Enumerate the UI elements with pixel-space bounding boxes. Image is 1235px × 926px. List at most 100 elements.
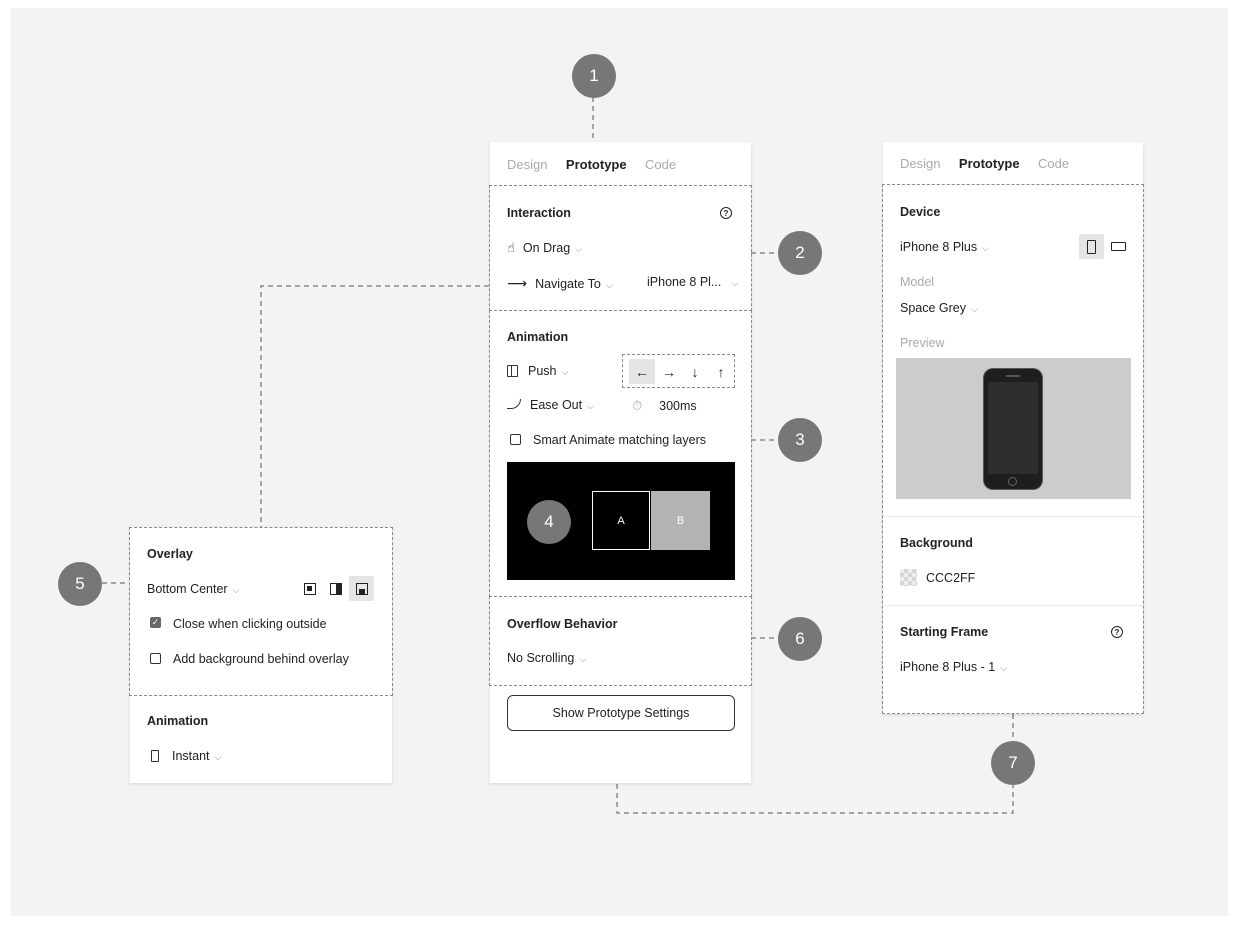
tab-prototype[interactable]: Prototype: [958, 156, 1020, 171]
chevron-down-icon: ⌵: [982, 243, 989, 253]
overlay-center-button[interactable]: [298, 576, 322, 601]
iphone-screen: [988, 382, 1038, 474]
landscape-button[interactable]: [1106, 234, 1131, 259]
highlight-overlay: [129, 527, 393, 696]
overlay-position-value: Bottom Center: [147, 582, 228, 596]
timer-icon: ⏱: [632, 398, 643, 413]
overlay-title: Overlay: [147, 547, 193, 561]
add-background-label: Add background behind overlay: [173, 652, 349, 666]
trigger-select[interactable]: ☝ On Drag ⌵: [507, 240, 582, 256]
preview-frame-a: A: [592, 491, 650, 550]
overlay-panel: Overlay Bottom Center⌵ ✓ Close when clic…: [130, 527, 392, 783]
overflow-select[interactable]: No Scrolling ⌵: [507, 651, 586, 665]
highlight-directions: [622, 354, 735, 388]
prototype-panel: Design Prototype Code Interaction ? ☝ On …: [490, 142, 751, 783]
trigger-value: On Drag: [522, 241, 571, 255]
background-title: Background: [900, 536, 973, 550]
device-title: Device: [900, 205, 941, 219]
overlay-animation-title: Animation: [147, 714, 209, 728]
preview-a-label: A: [617, 514, 625, 527]
model-select[interactable]: Space Grey⌵: [900, 301, 978, 315]
tab-code[interactable]: Code: [645, 157, 677, 172]
portrait-icon: [1087, 239, 1096, 254]
tab-bar: Design Prototype Code: [507, 156, 690, 174]
destination-select[interactable]: iPhone 8 Pl...⌵: [647, 275, 738, 289]
background-color-swatch[interactable]: [900, 569, 917, 586]
device-select[interactable]: iPhone 8 Plus ⌵: [900, 240, 989, 254]
show-prototype-settings-button[interactable]: Show Prototype Settings: [507, 695, 735, 731]
starting-frame-value: iPhone 8 Plus - 1: [900, 660, 996, 674]
callout-badge-5: 5: [58, 562, 102, 606]
iphone-home-button: [1008, 477, 1017, 486]
model-label: Model: [900, 275, 935, 289]
close-outside-label: Close when clicking outside: [173, 617, 327, 631]
chevron-down-icon: ⌵: [214, 752, 222, 762]
callout-badge-4: 4: [527, 500, 571, 544]
model-value: Space Grey: [900, 301, 967, 315]
iphone-speaker: [1006, 375, 1020, 377]
section-divider: [883, 516, 1143, 517]
callout-badge-1: 1: [572, 54, 616, 98]
chevron-down-icon: ⌵: [579, 654, 587, 664]
background-color-value[interactable]: CCC2FF: [926, 571, 976, 585]
prototype-settings-panel: Design Prototype Code Device iPhone 8 Pl…: [883, 142, 1143, 714]
overlay-side-button[interactable]: [324, 576, 348, 601]
preview-label: Preview: [900, 336, 945, 350]
add-background-checkbox[interactable]: [150, 653, 161, 664]
align-bottom-icon: [355, 582, 368, 595]
align-right-icon: [330, 582, 342, 595]
help-icon[interactable]: ?: [720, 207, 732, 219]
portrait-button[interactable]: [1079, 234, 1104, 259]
interaction-title: Interaction: [507, 206, 571, 220]
highlight-overflow: [489, 596, 752, 686]
direction-right-button[interactable]: →: [662, 363, 676, 380]
chevron-down-icon: ⌵: [605, 280, 613, 290]
connector-overlay: [260, 285, 489, 527]
align-center-icon: [304, 582, 316, 595]
help-icon[interactable]: ?: [1111, 626, 1123, 638]
callout-badge-6: 6: [778, 617, 822, 661]
overlay-position-select[interactable]: Bottom Center⌵: [147, 582, 239, 596]
arrow-right-icon: ⟶: [507, 275, 528, 291]
easing-select[interactable]: Ease Out ⌵: [507, 398, 594, 412]
smart-animate-checkbox[interactable]: [510, 434, 521, 445]
preview-b-label: B: [676, 514, 685, 527]
tab-design[interactable]: Design: [900, 156, 941, 171]
tab-code[interactable]: Code: [1038, 156, 1070, 171]
highlight-settings: [882, 184, 1144, 714]
action-value: Navigate To: [535, 277, 601, 291]
landscape-icon: [1111, 242, 1126, 251]
destination-value: iPhone 8 Pl...: [647, 275, 722, 289]
starting-frame-select[interactable]: iPhone 8 Plus - 1⌵: [900, 660, 1007, 674]
instant-frame-icon: [151, 750, 159, 762]
tab-design[interactable]: Design: [507, 157, 548, 172]
device-preview: [896, 358, 1131, 499]
overlay-bottom-button[interactable]: [349, 576, 374, 601]
overlay-animation-select[interactable]: Instant⌵: [151, 749, 221, 763]
push-layout-icon: [507, 365, 518, 377]
tab-bar: Design Prototype Code: [900, 155, 1083, 173]
overflow-title: Overflow Behavior: [507, 617, 618, 631]
overflow-value: No Scrolling: [507, 651, 575, 665]
direction-left-button[interactable]: ←: [629, 359, 655, 384]
tab-prototype[interactable]: Prototype: [565, 157, 627, 172]
action-select[interactable]: ⟶ Navigate To ⌵: [507, 275, 613, 292]
device-value: iPhone 8 Plus: [900, 240, 978, 254]
connector-7: [616, 730, 1014, 814]
iphone-image: [984, 369, 1042, 489]
preview-frame-b: B: [651, 491, 710, 550]
close-outside-checkbox[interactable]: ✓: [150, 617, 161, 628]
callout-badge-7: 7: [991, 741, 1035, 785]
easing-value: Ease Out: [530, 398, 583, 412]
chevron-down-icon: ⌵: [587, 401, 594, 411]
chevron-down-icon: ⌵: [575, 244, 582, 254]
animation-type-select[interactable]: Push⌵: [507, 364, 568, 378]
callout-badge-2: 2: [778, 231, 822, 275]
chevron-down-icon: ⌵: [561, 367, 569, 377]
direction-down-button[interactable]: ↓: [691, 363, 699, 380]
direction-up-button[interactable]: ↑: [717, 363, 725, 380]
hand-pointer-icon: ☝: [507, 240, 515, 255]
duration-value: 300ms: [659, 399, 697, 413]
duration-field[interactable]: ⏱ 300ms: [632, 398, 697, 414]
